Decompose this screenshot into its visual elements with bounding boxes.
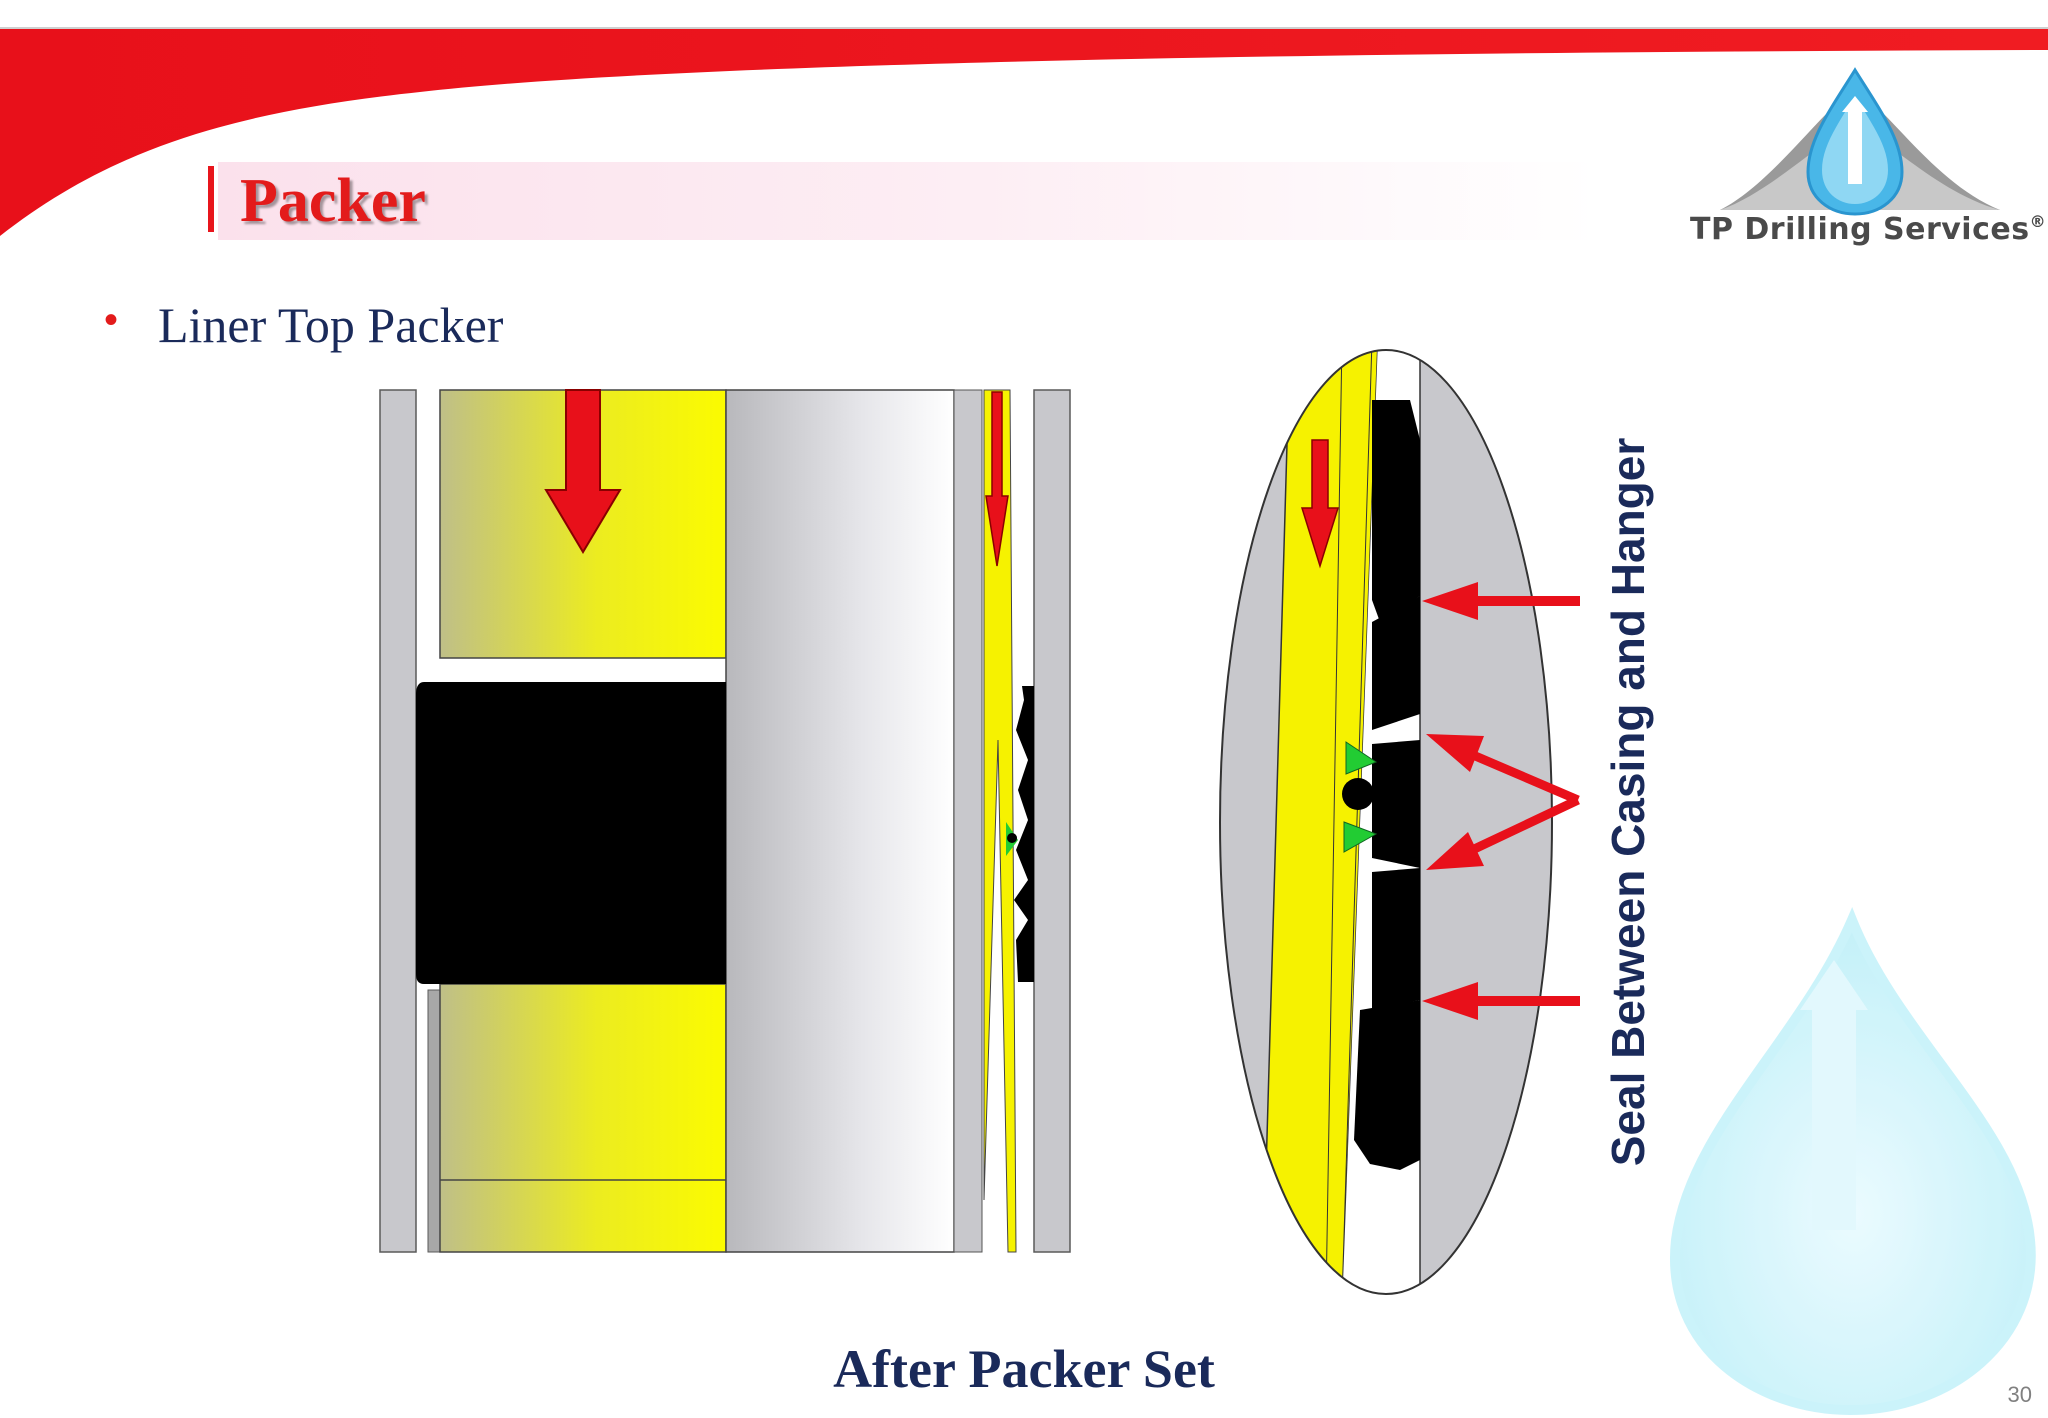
pointer-arrow-icon: [1464, 747, 1580, 857]
seal-element: [1354, 1000, 1420, 1170]
seal-element: [1372, 596, 1420, 730]
hanger-body-lower: [439, 983, 727, 1253]
mandrel: [725, 389, 955, 1253]
seal-green: [1343, 821, 1378, 853]
logo-name: TP Drilling Services: [1690, 212, 2030, 247]
seal-stack: [1014, 686, 1034, 982]
page-number: 30: [2007, 1382, 2032, 1407]
logo-registered-mark: ®: [2029, 212, 2047, 231]
down-arrow-icon: [544, 389, 622, 554]
pointer-arrow-icon: [1422, 582, 1580, 620]
detail-ellipse-outline: [1219, 349, 1553, 1295]
logo-text: TP Drilling Services®: [1690, 212, 2046, 247]
mandrel-inner-wall: [953, 389, 983, 1253]
down-arrow-icon: [1300, 439, 1340, 569]
taper-strip: [983, 389, 1017, 1253]
bullet-marker: •: [104, 298, 119, 342]
packer-element: [416, 682, 726, 984]
caption: After Packer Set: [833, 1339, 1215, 1399]
seal-ball: [1342, 778, 1374, 810]
side-label-text: Seal Between Casing and Hanger: [1602, 437, 1654, 1167]
seal-element: [1372, 740, 1420, 868]
watermark-drop-icon: [1669, 907, 2036, 1416]
seal-green: [1345, 741, 1378, 775]
down-arrow-icon: [985, 391, 1009, 567]
top-swoosh: [0, 28, 2048, 236]
slide-title: Packer: [240, 167, 426, 235]
bullet-text: Liner Top Packer: [158, 297, 504, 353]
seal-element: [1372, 400, 1420, 622]
seal-element: [1372, 868, 1420, 1010]
pointer-arrow-head: [1426, 832, 1484, 870]
pointer-arrow-icon: [1422, 982, 1580, 1020]
pointer-arrow-head: [1426, 734, 1484, 772]
title-band: [218, 162, 1598, 240]
title-accent-bar: [208, 166, 214, 232]
